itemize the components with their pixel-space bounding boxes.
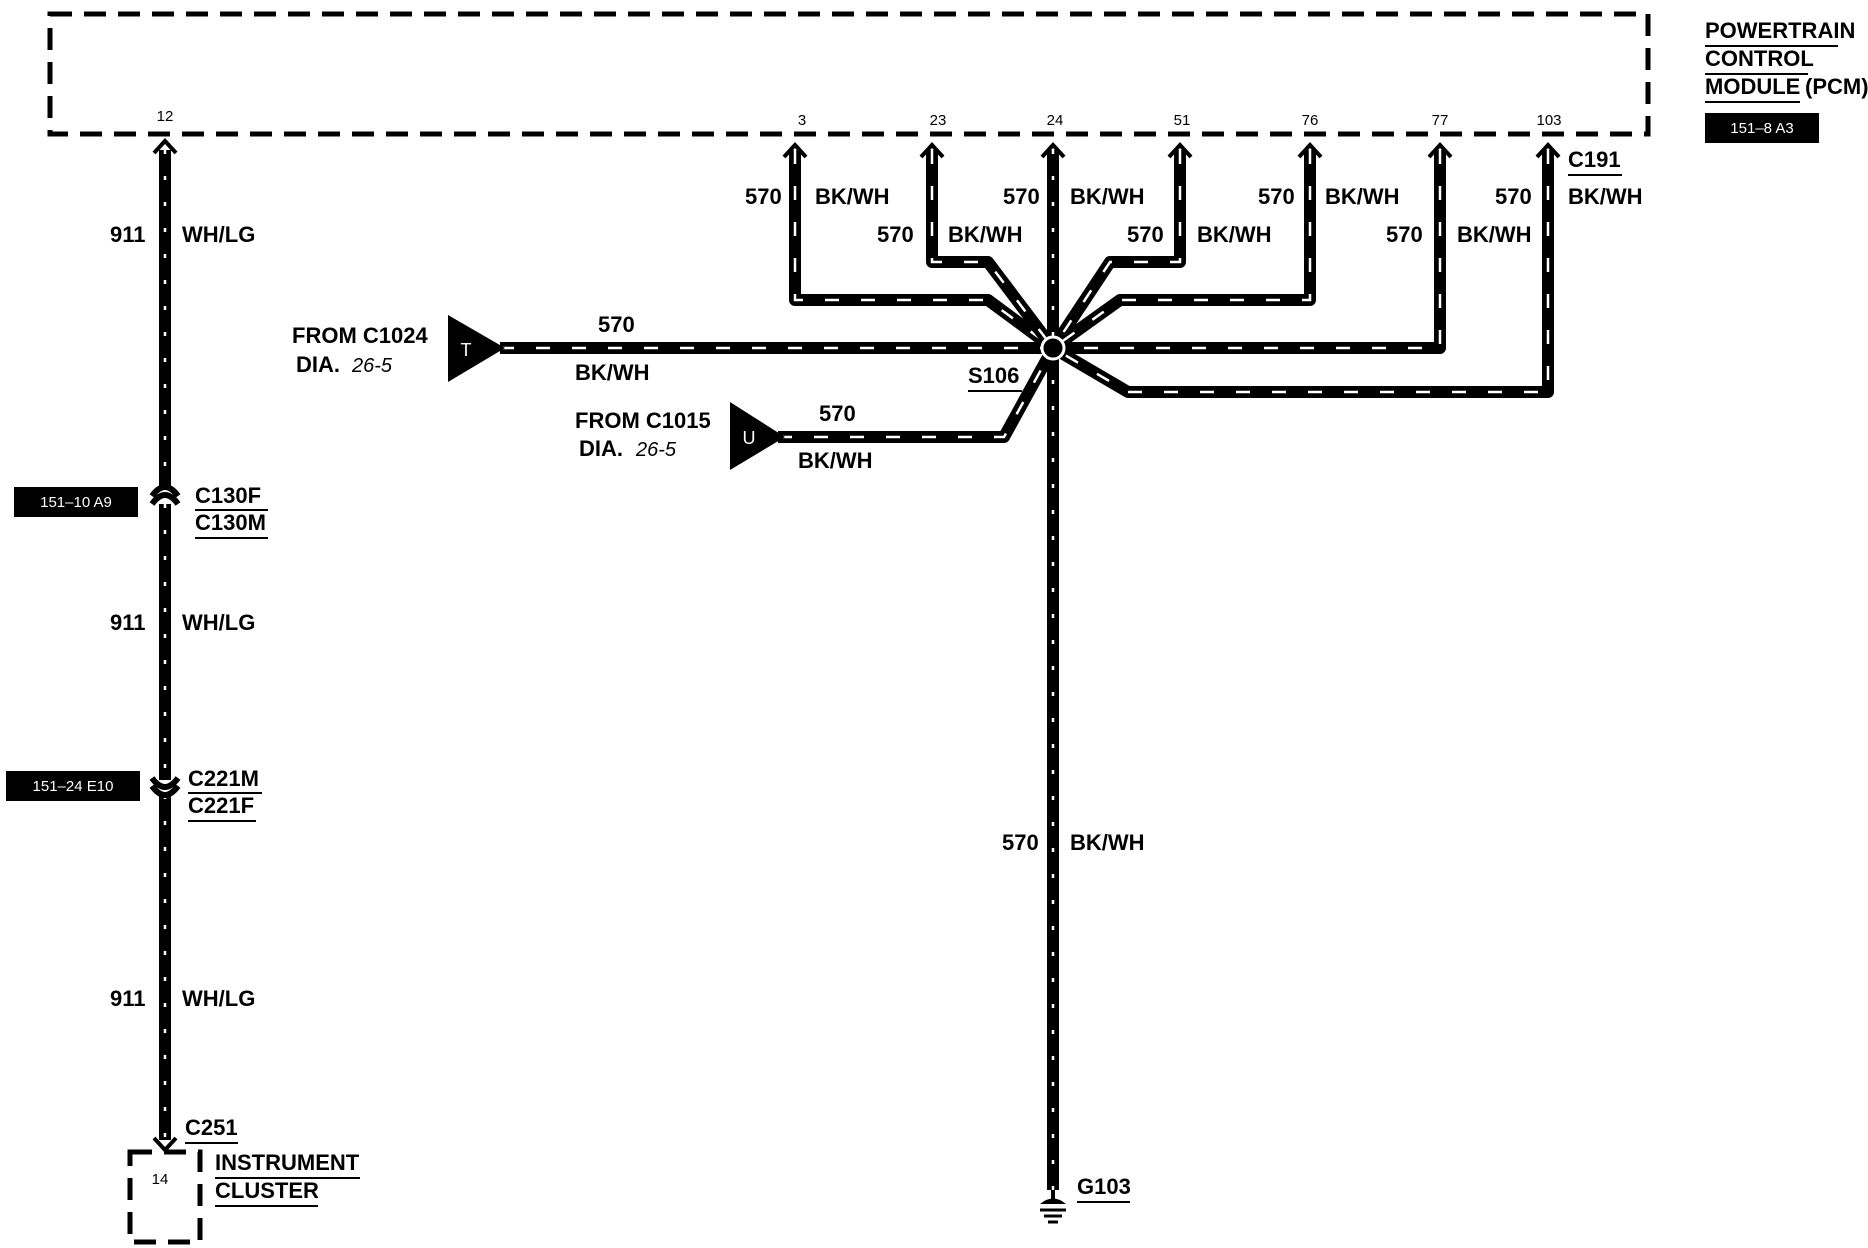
pin-24: 24 [1047, 112, 1064, 129]
svg-text:POWERTRAIN: POWERTRAIN [1705, 18, 1855, 43]
connector-c130: 151–10 A9 C130F C130M [14, 483, 268, 539]
wire-570-color-pin24: BK/WH [1070, 184, 1145, 209]
ground-g103-label: G103 [1077, 1174, 1131, 1199]
wire-911-color-1: WH/LG [182, 222, 255, 247]
pcm-title: POWERTRAIN CONTROL MODULE (PCM) [1705, 18, 1868, 103]
wire-570-circuit-pin76: 570 [1258, 184, 1295, 209]
svg-text:C130F: C130F [195, 483, 261, 508]
wire-911-circuit-1: 911 [110, 222, 146, 247]
wire-570-circuit-from-u: 570 [819, 401, 856, 426]
wire-570-circuit-pin77: 570 [1386, 222, 1423, 247]
wire-570-circuit-pin51: 570 [1127, 222, 1164, 247]
svg-text:CLUSTER: CLUSTER [215, 1178, 319, 1203]
pin-103: 103 [1536, 112, 1561, 129]
from-c1024-connector: T FROM C1024 DIA. 26-5 [292, 315, 505, 382]
svg-text:151–24 E10: 151–24 E10 [33, 778, 114, 795]
svg-text:FROM C1015: FROM C1015 [575, 408, 711, 433]
splice-s106-dot [1040, 335, 1066, 361]
wire-570-color-pin23: BK/WH [948, 222, 1023, 247]
wire-570-color-pin3: BK/WH [815, 184, 890, 209]
svg-text:26-5: 26-5 [351, 355, 393, 377]
pcm-pin-terminals [782, 142, 1561, 159]
svg-text:DIA.: DIA. [579, 436, 623, 461]
wire-570-circuit-pin23: 570 [877, 222, 914, 247]
pin-77: 77 [1432, 112, 1449, 129]
svg-text:T: T [461, 340, 472, 360]
svg-text:151–10 A9: 151–10 A9 [40, 494, 112, 511]
svg-text:(PCM): (PCM) [1805, 74, 1868, 99]
wire-570-color-pin76: BK/WH [1325, 184, 1400, 209]
pcm-module-box [47, 11, 1651, 137]
svg-text:MODULE: MODULE [1705, 74, 1800, 99]
svg-text:INSTRUMENT: INSTRUMENT [215, 1150, 360, 1175]
wire-911-circuit-2: 911 [110, 610, 146, 635]
wire-570-branches [500, 150, 1554, 1190]
wire-911-color-2: WH/LG [182, 610, 255, 635]
splice-s106-label: S106 [968, 363, 1019, 388]
pin-76: 76 [1302, 112, 1319, 129]
pin-23: 23 [930, 112, 947, 129]
connector-c191: C191 [1568, 147, 1621, 172]
wire-570-color-pin77: BK/WH [1457, 222, 1532, 247]
wire-570-color-from-u: BK/WH [798, 448, 873, 473]
instrument-cluster-label: INSTRUMENT CLUSTER [215, 1150, 360, 1207]
wire-570-color-pin103: BK/WH [1568, 184, 1643, 209]
ground-g103-icon [1040, 1190, 1066, 1224]
wire-570-color-from-t: BK/WH [575, 360, 650, 385]
pin-3: 3 [798, 112, 806, 129]
instrument-cluster-box [127, 1149, 203, 1245]
svg-text:C130M: C130M [195, 510, 266, 535]
pin-12: 12 [157, 108, 174, 125]
svg-text:C221F: C221F [188, 793, 254, 818]
from-c1015-connector: U FROM C1015 DIA. 26-5 [575, 402, 785, 470]
wire-911-color-3: WH/LG [182, 986, 255, 1011]
pin-12-terminal [152, 138, 178, 155]
svg-text:26-5: 26-5 [635, 439, 677, 461]
svg-text:U: U [743, 428, 756, 448]
wire-570-circuit-from-t: 570 [598, 312, 635, 337]
wire-570-circuit-ground: 570 [1002, 830, 1039, 855]
svg-text:151–8 A3: 151–8 A3 [1730, 120, 1793, 137]
wire-570-color-pin51: BK/WH [1197, 222, 1272, 247]
svg-text:C221M: C221M [188, 766, 259, 791]
svg-text:CONTROL: CONTROL [1705, 46, 1814, 71]
wire-570-circuit-pin103: 570 [1495, 184, 1532, 209]
svg-text:DIA.: DIA. [296, 352, 340, 377]
wire-570-color-ground: BK/WH [1070, 830, 1145, 855]
wire-570-circuit-pin3: 570 [745, 184, 782, 209]
wire-570-circuit-pin24: 570 [1003, 184, 1040, 209]
connector-c251: C251 [185, 1115, 238, 1140]
wire-911-circuit-3: 911 [110, 986, 146, 1011]
svg-text:FROM C1024: FROM C1024 [292, 323, 428, 348]
pcm-reference-tag: 151–8 A3 [1705, 113, 1819, 143]
connector-c221: 151–24 E10 C221M C221F [6, 766, 262, 822]
cluster-pin-14: 14 [152, 1171, 169, 1188]
pin-51: 51 [1174, 112, 1191, 129]
